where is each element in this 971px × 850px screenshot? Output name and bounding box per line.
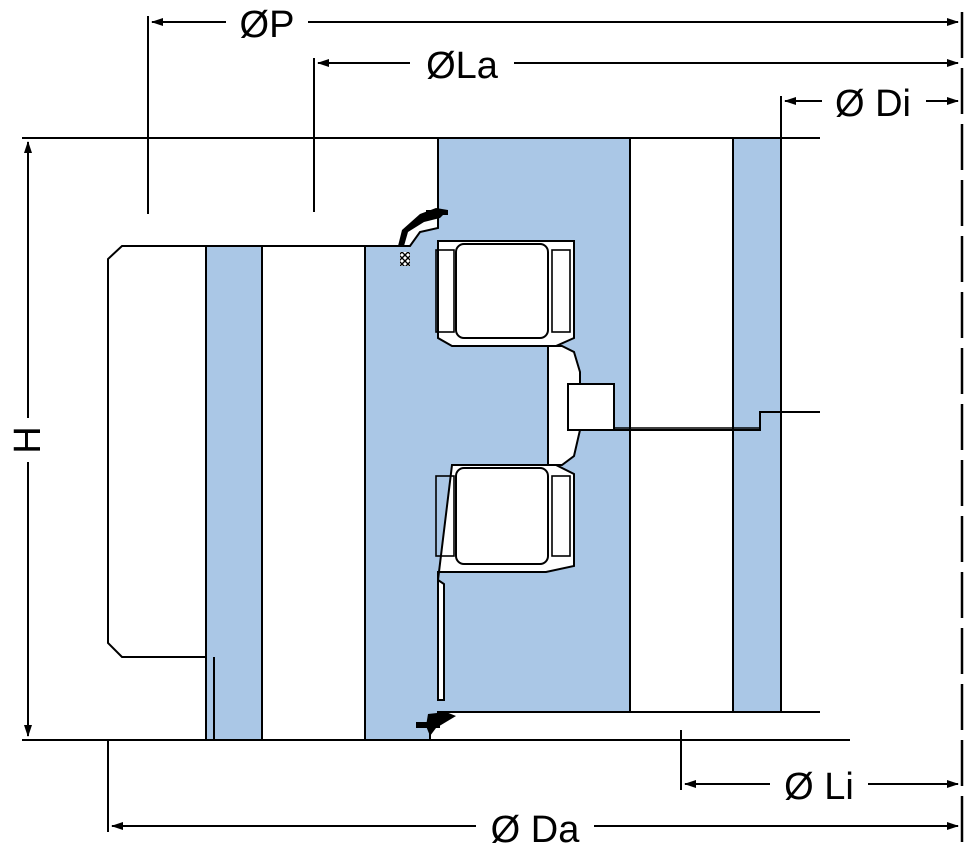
outer-ring-section-a — [205, 245, 263, 741]
label-p: ØP — [240, 4, 295, 46]
dimension-li: Ø Li — [680, 730, 959, 808]
label-li: Ø Li — [784, 766, 854, 808]
inner-ring-section-b — [732, 137, 782, 713]
label-la: ØLa — [426, 45, 499, 87]
upper-roller — [455, 243, 549, 339]
dimension-p: ØP — [147, 4, 959, 214]
lower-roller-assembly — [435, 467, 571, 565]
inner-ring — [364, 137, 820, 741]
dimension-da: Ø Da — [107, 740, 959, 850]
upper-seal — [398, 208, 448, 266]
seal-plug — [567, 383, 615, 431]
label-di: Ø Di — [835, 83, 911, 125]
upper-cage-right — [551, 249, 571, 333]
upper-cage-left — [435, 249, 455, 333]
upper-roller-assembly — [435, 243, 571, 339]
lower-roller — [455, 467, 549, 565]
dimension-h: H — [7, 141, 49, 737]
label-h: H — [7, 426, 49, 453]
label-da: Ø Da — [491, 809, 581, 850]
lower-cage-right — [551, 475, 571, 557]
dimension-di: Ø Di — [780, 82, 959, 138]
dimension-la: ØLa — [313, 44, 959, 212]
lower-cage-left — [435, 475, 455, 557]
lower-seal — [416, 712, 456, 736]
outer-ring — [107, 245, 366, 741]
